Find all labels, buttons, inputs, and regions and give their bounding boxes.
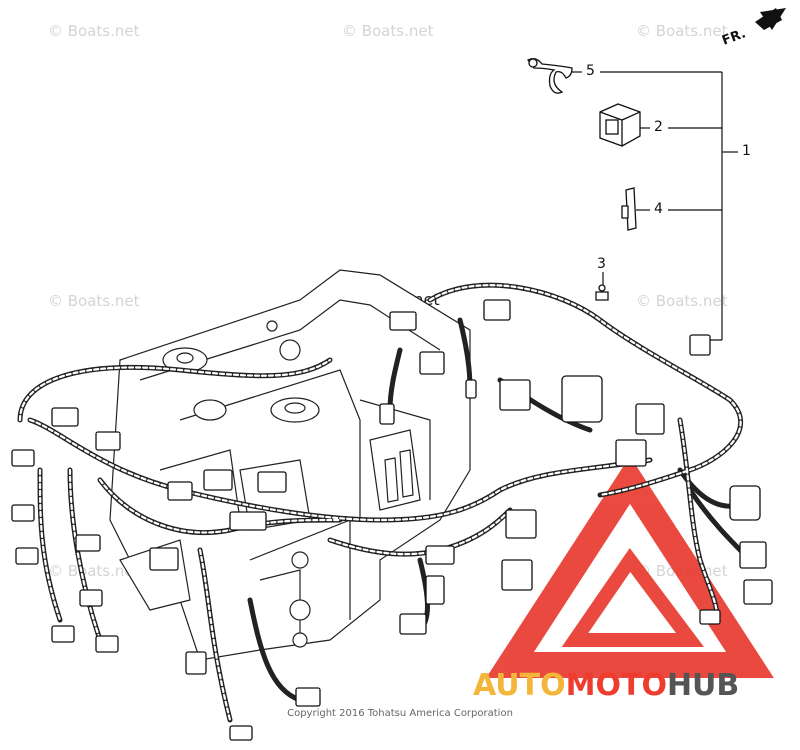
callout-4: 4 bbox=[654, 201, 663, 217]
brand-part-hub: HUB bbox=[666, 668, 740, 703]
front-arrow-icon bbox=[755, 8, 786, 30]
callout-3: 3 bbox=[597, 256, 606, 272]
watermark: © Boats.net bbox=[48, 562, 140, 580]
callout-2: 2 bbox=[654, 119, 663, 135]
watermark: © Boats.net bbox=[636, 292, 728, 310]
watermark: © Boats.net bbox=[636, 22, 728, 40]
leader-lines bbox=[572, 71, 738, 341]
watermark: © Boats.net bbox=[48, 22, 140, 40]
watermark: © Boats.net bbox=[48, 292, 140, 310]
brand-part-moto: MOTO bbox=[565, 668, 667, 703]
brand-wordmark: AUTOMOTOHUB bbox=[473, 668, 739, 703]
callout-1: 1 bbox=[742, 143, 751, 159]
brand-logo-icon bbox=[486, 456, 774, 678]
brand-part-auto: AUTO bbox=[473, 668, 566, 703]
copyright-text: Copyright 2016 Tohatsu America Corporati… bbox=[287, 708, 513, 719]
callout-5: 5 bbox=[586, 63, 595, 79]
small-parts bbox=[527, 58, 641, 301]
harness-connectors bbox=[11, 299, 773, 741]
watermark: © Boats.net bbox=[342, 22, 434, 40]
